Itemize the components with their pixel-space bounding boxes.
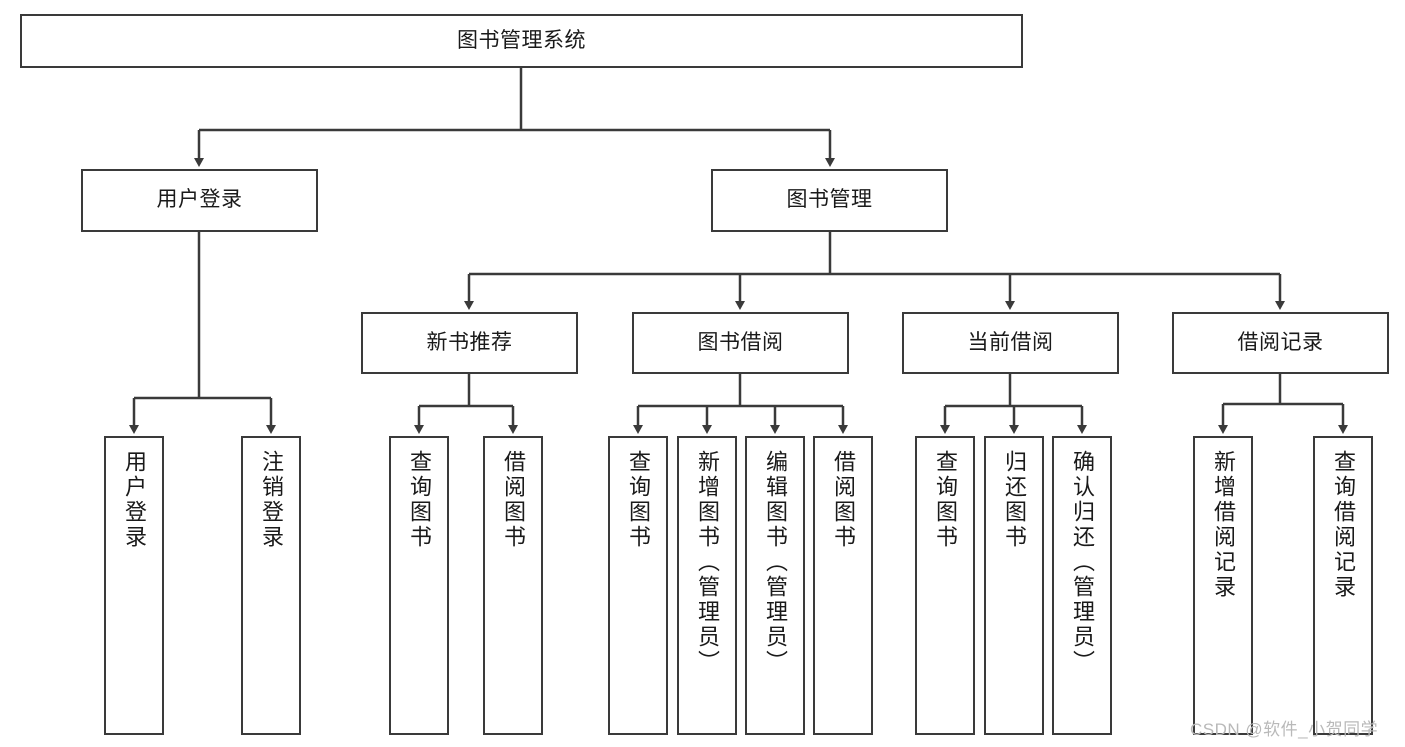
node-new-book-recommend[interactable]: 新书推荐 [361,312,578,374]
node-leaf-add-borrow-record-label: 新增借阅记录 [1211,450,1236,600]
node-leaf-user-login[interactable]: 用户登录 [104,436,164,735]
node-leaf-query-book-recommend-label: 查询图书 [407,450,432,550]
node-current-borrow-label: 当前借阅 [967,330,1054,354]
node-leaf-query-book-current-label: 查询图书 [933,450,958,550]
node-root[interactable]: 图书管理系统 [20,14,1023,68]
node-leaf-logout[interactable]: 注销登录 [241,436,301,735]
node-user-login[interactable]: 用户登录 [81,169,318,232]
node-leaf-add-book-admin[interactable]: 新增图书（管理员） [677,436,737,735]
node-leaf-query-borrow-record[interactable]: 查询借阅记录 [1313,436,1373,735]
node-leaf-query-book-current[interactable]: 查询图书 [915,436,975,735]
node-leaf-borrow-book-recommend-label: 借阅图书 [501,450,526,550]
node-book-management-label: 图书管理 [786,188,873,212]
node-leaf-edit-book-admin-label: 编辑图书（管理员） [763,450,788,675]
node-current-borrow[interactable]: 当前借阅 [902,312,1119,374]
node-leaf-add-borrow-record[interactable]: 新增借阅记录 [1193,436,1253,735]
node-book-borrow[interactable]: 图书借阅 [632,312,849,374]
node-leaf-add-book-admin-label: 新增图书（管理员） [695,450,720,675]
node-leaf-edit-book-admin[interactable]: 编辑图书（管理员） [745,436,805,735]
node-book-management[interactable]: 图书管理 [711,169,948,232]
node-leaf-logout-label: 注销登录 [259,450,284,550]
node-leaf-user-login-label: 用户登录 [122,450,147,550]
node-borrow-records-label: 借阅记录 [1237,330,1324,354]
node-root-label: 图书管理系统 [457,28,586,52]
node-leaf-return-book[interactable]: 归还图书 [984,436,1044,735]
node-user-login-label: 用户登录 [156,188,243,212]
node-leaf-confirm-return-admin[interactable]: 确认归还（管理员） [1052,436,1112,735]
node-leaf-query-book-recommend[interactable]: 查询图书 [389,436,449,735]
node-book-borrow-label: 图书借阅 [697,330,784,354]
node-leaf-borrow-book[interactable]: 借阅图书 [813,436,873,735]
node-leaf-query-book-borrow[interactable]: 查询图书 [608,436,668,735]
node-new-book-recommend-label: 新书推荐 [426,330,513,354]
node-leaf-borrow-book-recommend[interactable]: 借阅图书 [483,436,543,735]
node-leaf-query-book-borrow-label: 查询图书 [626,450,651,550]
node-leaf-confirm-return-admin-label: 确认归还（管理员） [1070,450,1095,675]
node-leaf-return-book-label: 归还图书 [1002,450,1027,550]
node-leaf-query-borrow-record-label: 查询借阅记录 [1331,450,1356,600]
node-borrow-records[interactable]: 借阅记录 [1172,312,1389,374]
node-leaf-borrow-book-label: 借阅图书 [831,450,856,550]
csdn-watermark: CSDN @软件_小贺同学 [1190,720,1379,739]
